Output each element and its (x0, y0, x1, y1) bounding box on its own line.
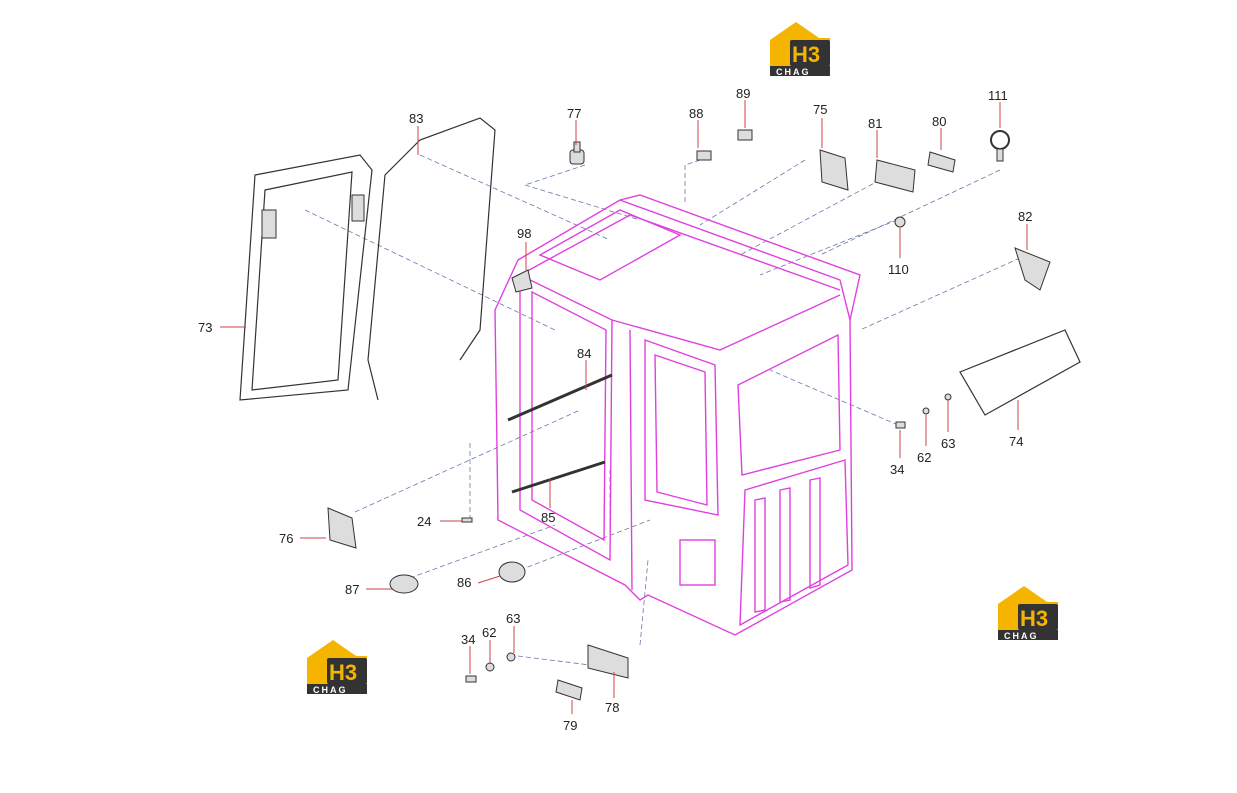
callout-labels: 73 83 77 88 89 75 81 80 111 98 110 82 84… (198, 86, 1032, 733)
callout-63-right: 63 (941, 436, 955, 451)
callout-73: 73 (198, 320, 212, 335)
part-63-washer-left (506, 652, 516, 662)
callout-75: 75 (813, 102, 827, 117)
callout-76: 76 (279, 531, 293, 546)
part-87-cap (389, 574, 419, 594)
callout-63-left: 63 (506, 611, 520, 626)
part-84-strip (507, 373, 613, 422)
assembly-lines (304, 154, 1021, 666)
callout-34-left: 34 (461, 632, 475, 647)
part-34-bolt-right (895, 421, 906, 429)
brand-logo-top: H3 CHAG (770, 22, 830, 77)
part-88-clip (696, 150, 712, 161)
part-110-washer (894, 216, 906, 228)
part-81-plate (874, 159, 916, 193)
logo-word: CHAG (313, 685, 348, 695)
callout-62-right: 62 (917, 450, 931, 465)
part-83-door-seal (367, 117, 496, 401)
logo-mark: H3 (792, 42, 820, 67)
callout-74: 74 (1009, 434, 1023, 449)
cab-frame (494, 194, 861, 636)
part-85-strip (511, 460, 606, 494)
callout-87: 87 (345, 582, 359, 597)
part-62-washer-left (485, 662, 495, 672)
callout-77: 77 (567, 106, 581, 121)
part-77-bolt (569, 141, 585, 165)
part-111-eyebolt (990, 130, 1010, 162)
callout-79: 79 (563, 718, 577, 733)
callout-34-right: 34 (890, 462, 904, 477)
callout-98: 98 (517, 226, 531, 241)
part-24-pin (461, 517, 473, 523)
part-62-washer-right (922, 407, 930, 415)
part-75-bracket (819, 149, 849, 191)
callout-85: 85 (541, 510, 555, 525)
part-82-bracket (1014, 247, 1051, 291)
part-63-washer-right (944, 393, 952, 401)
callout-88: 88 (689, 106, 703, 121)
logo-mark: H3 (329, 660, 357, 685)
part-73-door-frame (239, 154, 373, 401)
callout-81: 81 (868, 116, 882, 131)
leader-lines (220, 100, 1028, 714)
callout-89: 89 (736, 86, 750, 101)
part-34-bolt-left (465, 675, 477, 683)
part-79-block (555, 679, 583, 701)
brand-logo-bottom-left: H3 CHAG (307, 640, 367, 695)
callout-110: 110 (888, 262, 909, 277)
callout-111: 111 (988, 88, 1008, 103)
part-98-hinge (511, 269, 533, 293)
part-89-clip (737, 129, 753, 141)
callout-82: 82 (1018, 209, 1032, 224)
part-86-cap (498, 561, 526, 583)
callout-83: 83 (409, 111, 423, 126)
logo-word: CHAG (1004, 631, 1039, 641)
callout-62-left: 62 (482, 625, 496, 640)
logo-mark: H3 (1020, 606, 1048, 631)
part-76-bracket (327, 507, 357, 549)
callout-78: 78 (605, 700, 619, 715)
callout-86: 86 (457, 575, 471, 590)
part-78-bracket (587, 644, 629, 679)
part-74-panel (959, 329, 1081, 416)
callout-84: 84 (577, 346, 591, 361)
part-80-block (927, 151, 956, 173)
callout-80: 80 (932, 114, 946, 129)
callout-24: 24 (417, 514, 431, 529)
brand-logo-right: H3 CHAG (998, 586, 1058, 641)
logo-word: CHAG (776, 67, 811, 77)
